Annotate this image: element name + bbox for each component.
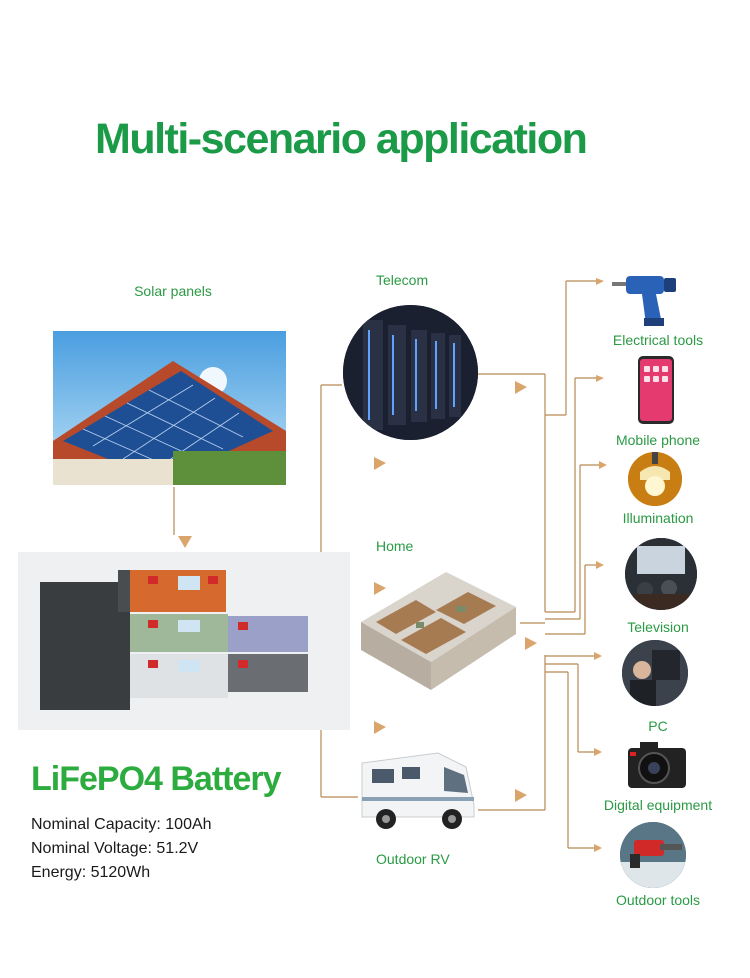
device-label-pc: PC xyxy=(648,718,668,734)
device-label-electrical-tools: Electrical tools xyxy=(612,332,704,348)
device-label-mobile-phone: Mobile phone xyxy=(615,432,701,448)
device-label-television: Television xyxy=(627,619,689,635)
telecom-label: Telecom xyxy=(376,272,429,288)
device-label-illumination: Illumination xyxy=(622,510,694,526)
device-label-outdoor-tools: Outdoor tools xyxy=(615,892,701,908)
home-image xyxy=(356,562,518,694)
lamp-icon xyxy=(628,452,682,506)
camera-icon xyxy=(626,738,688,792)
tv-icon xyxy=(625,538,697,610)
spec-capacity: Nominal Capacity: 100Ah xyxy=(31,816,212,833)
telecom-image xyxy=(343,305,478,440)
device-label-digital-equipment: Digital equipment xyxy=(603,797,713,813)
rv-image xyxy=(358,745,478,833)
page-title: Multi-scenario application xyxy=(95,115,588,163)
phone-icon xyxy=(636,356,678,426)
battery-cabinet-image xyxy=(18,552,350,730)
rv-label: Outdoor RV xyxy=(376,851,450,867)
pc-icon xyxy=(622,640,688,706)
outdoor-tool-icon xyxy=(620,822,686,888)
drill-icon xyxy=(612,266,684,328)
spec-energy: Energy: 5120Wh xyxy=(31,864,151,881)
solar-panels-image xyxy=(53,331,286,485)
solar-panels-label: Solar panels xyxy=(134,283,212,299)
spec-voltage: Nominal Voltage: 51.2V xyxy=(31,840,199,857)
battery-title: LiFePO4 Battery xyxy=(31,760,282,798)
home-label: Home xyxy=(376,538,414,554)
